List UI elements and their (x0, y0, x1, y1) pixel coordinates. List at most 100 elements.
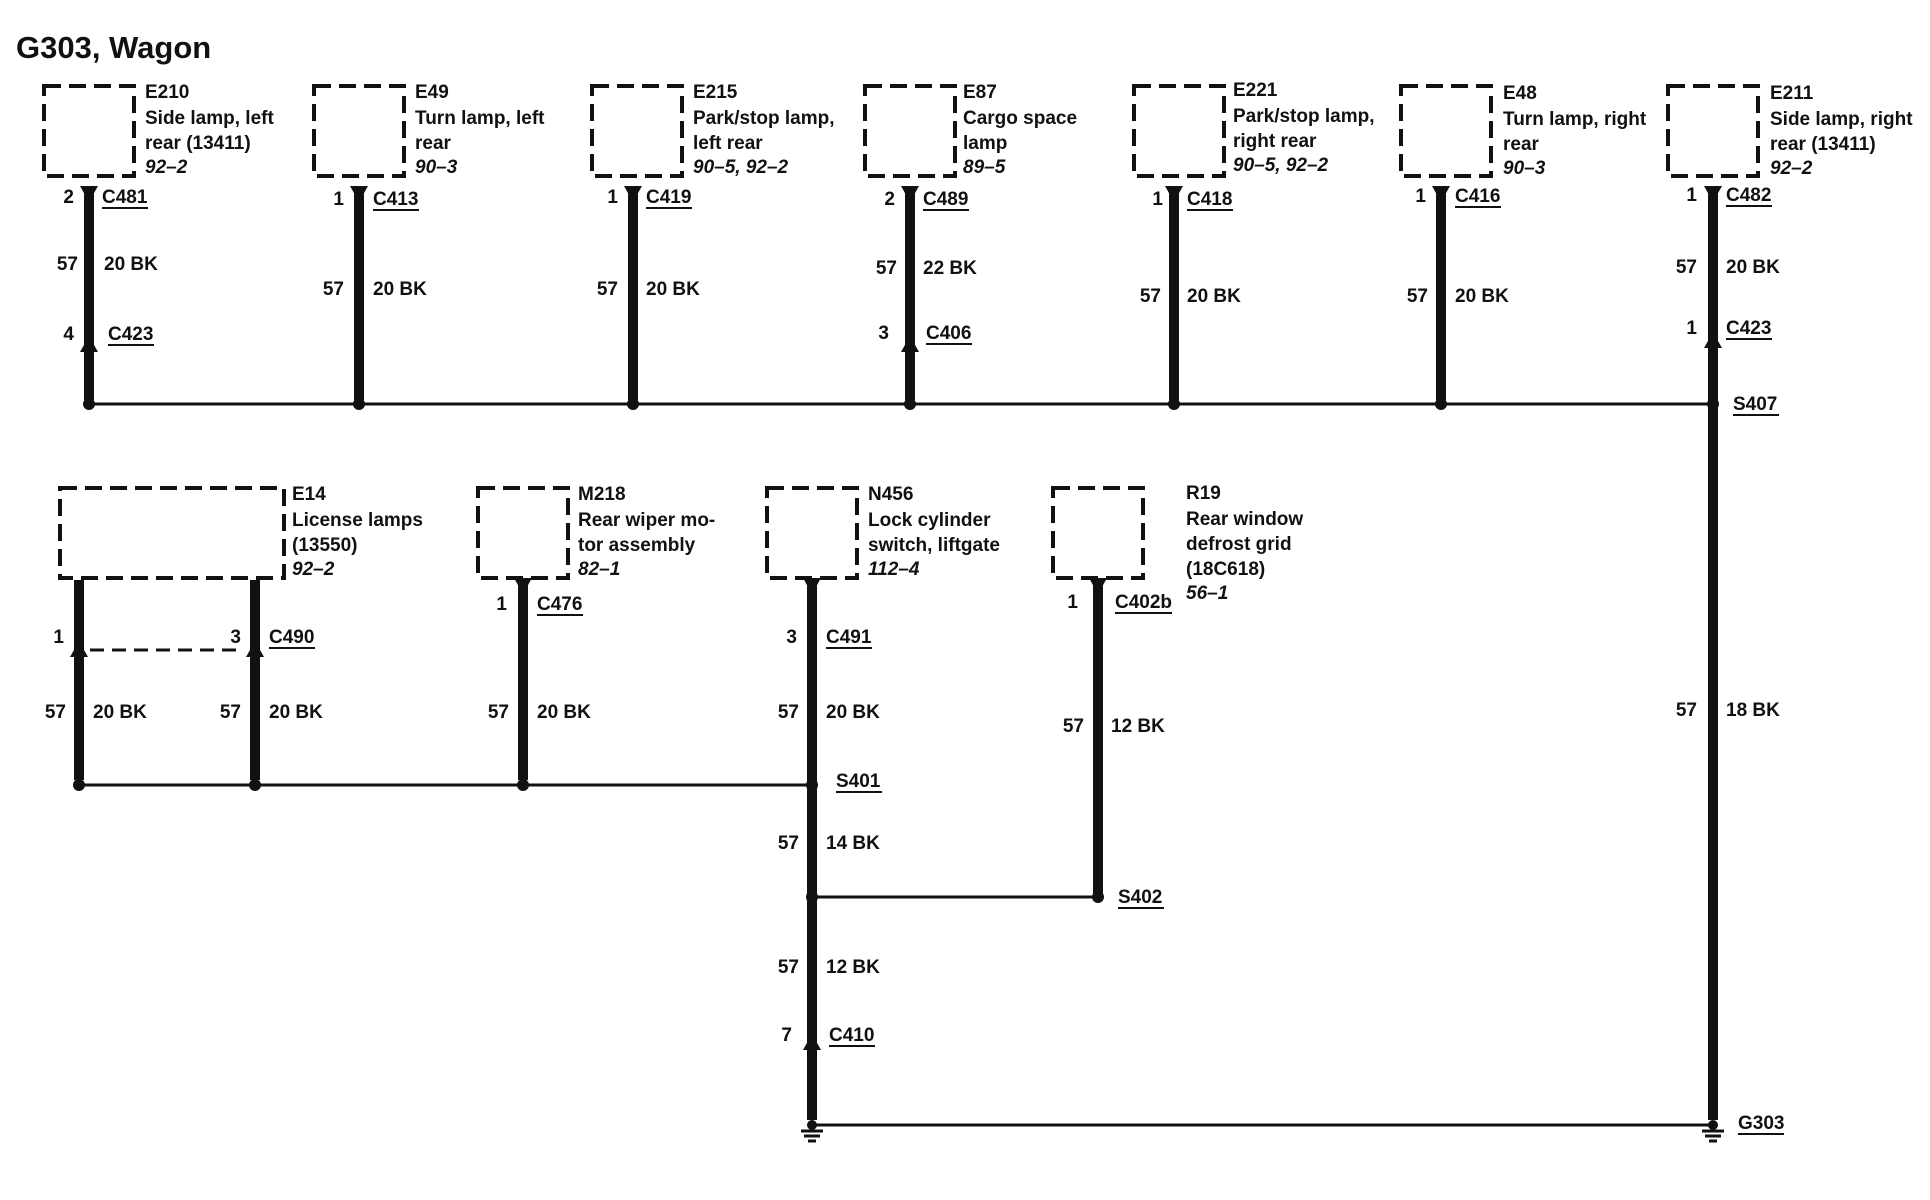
e49-conn: C413 (373, 189, 418, 210)
n456-wire-label: 20 BK (826, 702, 880, 723)
e221-id: E221 (1233, 80, 1278, 101)
n456-desc2: switch, liftgate (868, 535, 1000, 556)
e49-pin: 1 (333, 189, 344, 210)
s407-label: S407 (1733, 394, 1777, 415)
e215-conn: C419 (646, 187, 691, 208)
e211-wire-label: 20 BK (1726, 257, 1780, 278)
r19-conn: C402b (1115, 592, 1172, 613)
e221-pin: 1 (1152, 189, 1163, 210)
e211-box (1666, 84, 1760, 178)
ground-symbol-left (801, 1120, 823, 1143)
e48-circuit: 57 (1407, 286, 1428, 307)
e14-circuit-left: 57 (45, 702, 66, 723)
n456-pin: 3 (786, 627, 797, 648)
e49-ref: 90–3 (415, 157, 458, 178)
e87-ref: 89–5 (963, 157, 1006, 178)
ground-symbol-right (1702, 1120, 1724, 1143)
e215-wire-label: 20 BK (646, 279, 700, 300)
e211-conn2-arrow (1704, 332, 1722, 348)
component-e48: E48 Turn lamp, right rear 90–3 1 C416 57… (1399, 83, 1647, 410)
e49-circuit: 57 (323, 279, 344, 300)
component-n456: N456 Lock cylinder switch, liftgate 112–… (765, 484, 1000, 1120)
e14-desc1: License lamps (292, 510, 423, 531)
e48-conn: C416 (1455, 186, 1500, 207)
e87-id: E87 (963, 82, 997, 103)
e210-box (42, 84, 136, 178)
component-e215: E215 Park/stop lamp, left rear 90–5, 92–… (590, 82, 835, 410)
e211-desc1: Side lamp, right (1770, 109, 1913, 130)
component-e14: E14 License lamps (13550) 92–2 1 3 C490 … (45, 484, 423, 791)
e87-conn: C489 (923, 189, 968, 210)
e49-pin-arrow (350, 186, 368, 202)
r19-desc3: (18C618) (1186, 559, 1265, 580)
e49-box (312, 84, 406, 178)
m218-id: M218 (578, 484, 626, 505)
m218-circuit: 57 (488, 702, 509, 723)
e210-conn: C481 (102, 187, 148, 208)
e210-circuit: 57 (57, 254, 78, 275)
c410-arrow (803, 1034, 821, 1050)
e14-box (58, 486, 286, 580)
e49-id: E49 (415, 82, 449, 103)
e210-wire-label: 20 BK (104, 254, 158, 275)
e215-desc1: Park/stop lamp, (693, 108, 835, 129)
e210-pin: 2 (63, 187, 74, 208)
c410-pin: 7 (781, 1025, 792, 1046)
e210-conn2: C423 (108, 324, 153, 345)
e14-right-arrow (246, 641, 264, 657)
e211-ref: 92–2 (1770, 158, 1813, 179)
e87-pin-arrow (901, 186, 919, 202)
e48-desc1: Turn lamp, right (1503, 109, 1647, 130)
e221-conn: C418 (1187, 189, 1232, 210)
e221-box (1132, 84, 1226, 178)
s402-trunk-dot (806, 891, 818, 903)
e87-pin2: 3 (878, 323, 889, 344)
component-e221: E221 Park/stop lamp, right rear 90–5, 92… (1132, 80, 1375, 410)
r19-desc1: Rear window (1186, 509, 1303, 530)
e210-id: E210 (145, 82, 189, 103)
e14-conn: C490 (269, 627, 314, 648)
trunk-low-wire: 12 BK (826, 957, 880, 978)
e211-id: E211 (1770, 83, 1814, 104)
m218-pin-arrow (514, 578, 532, 594)
e215-id: E215 (693, 82, 738, 103)
r19-pin-arrow (1089, 578, 1107, 594)
e48-box (1399, 84, 1493, 178)
n456-circuit: 57 (778, 702, 799, 723)
s402-dot (1092, 891, 1104, 903)
e211-pin2: 1 (1686, 318, 1697, 339)
e211-pin-arrow (1704, 186, 1722, 202)
e14-ref: 92–2 (292, 559, 335, 580)
component-e211: E211 Side lamp, right rear (13411) 92–2 … (1666, 83, 1913, 1120)
trunk-main-wire: 18 BK (1726, 700, 1780, 721)
e49-wire-label: 20 BK (373, 279, 427, 300)
e87-wire-label: 22 BK (923, 258, 977, 279)
s401-dot (806, 779, 818, 791)
e215-desc2: left rear (693, 133, 763, 154)
e49-desc2: rear (415, 133, 452, 154)
r19-id: R19 (1186, 483, 1221, 504)
m218-desc1: Rear wiper mo- (578, 510, 715, 531)
e221-pin-arrow (1165, 186, 1183, 202)
m218-wire-label: 20 BK (537, 702, 591, 723)
m218-desc2: tor assembly (578, 535, 696, 556)
r19-desc2: defrost grid (1186, 534, 1292, 555)
e48-desc2: rear (1503, 134, 1540, 155)
n456-ref: 112–4 (868, 559, 920, 580)
e14-pin-right: 3 (230, 627, 241, 648)
component-e49: E49 Turn lamp, left rear 90–3 1 C413 57 … (312, 82, 545, 410)
e14-left-arrow (70, 641, 88, 657)
n456-desc1: Lock cylinder (868, 510, 991, 531)
e210-pin-arrow (80, 186, 98, 202)
s407-dot (1707, 398, 1719, 410)
n456-id: N456 (868, 484, 913, 505)
e211-circuit: 57 (1676, 257, 1697, 278)
e48-pin-arrow (1432, 186, 1450, 202)
e211-desc2: rear (13411) (1770, 134, 1876, 155)
e48-ref: 90–3 (1503, 158, 1546, 179)
e210-pin2: 4 (63, 324, 74, 345)
e14-circuit-right: 57 (220, 702, 241, 723)
e221-circuit: 57 (1140, 286, 1161, 307)
r19-circuit: 57 (1063, 716, 1084, 737)
trunk-main-circuit: 57 (1676, 700, 1697, 721)
